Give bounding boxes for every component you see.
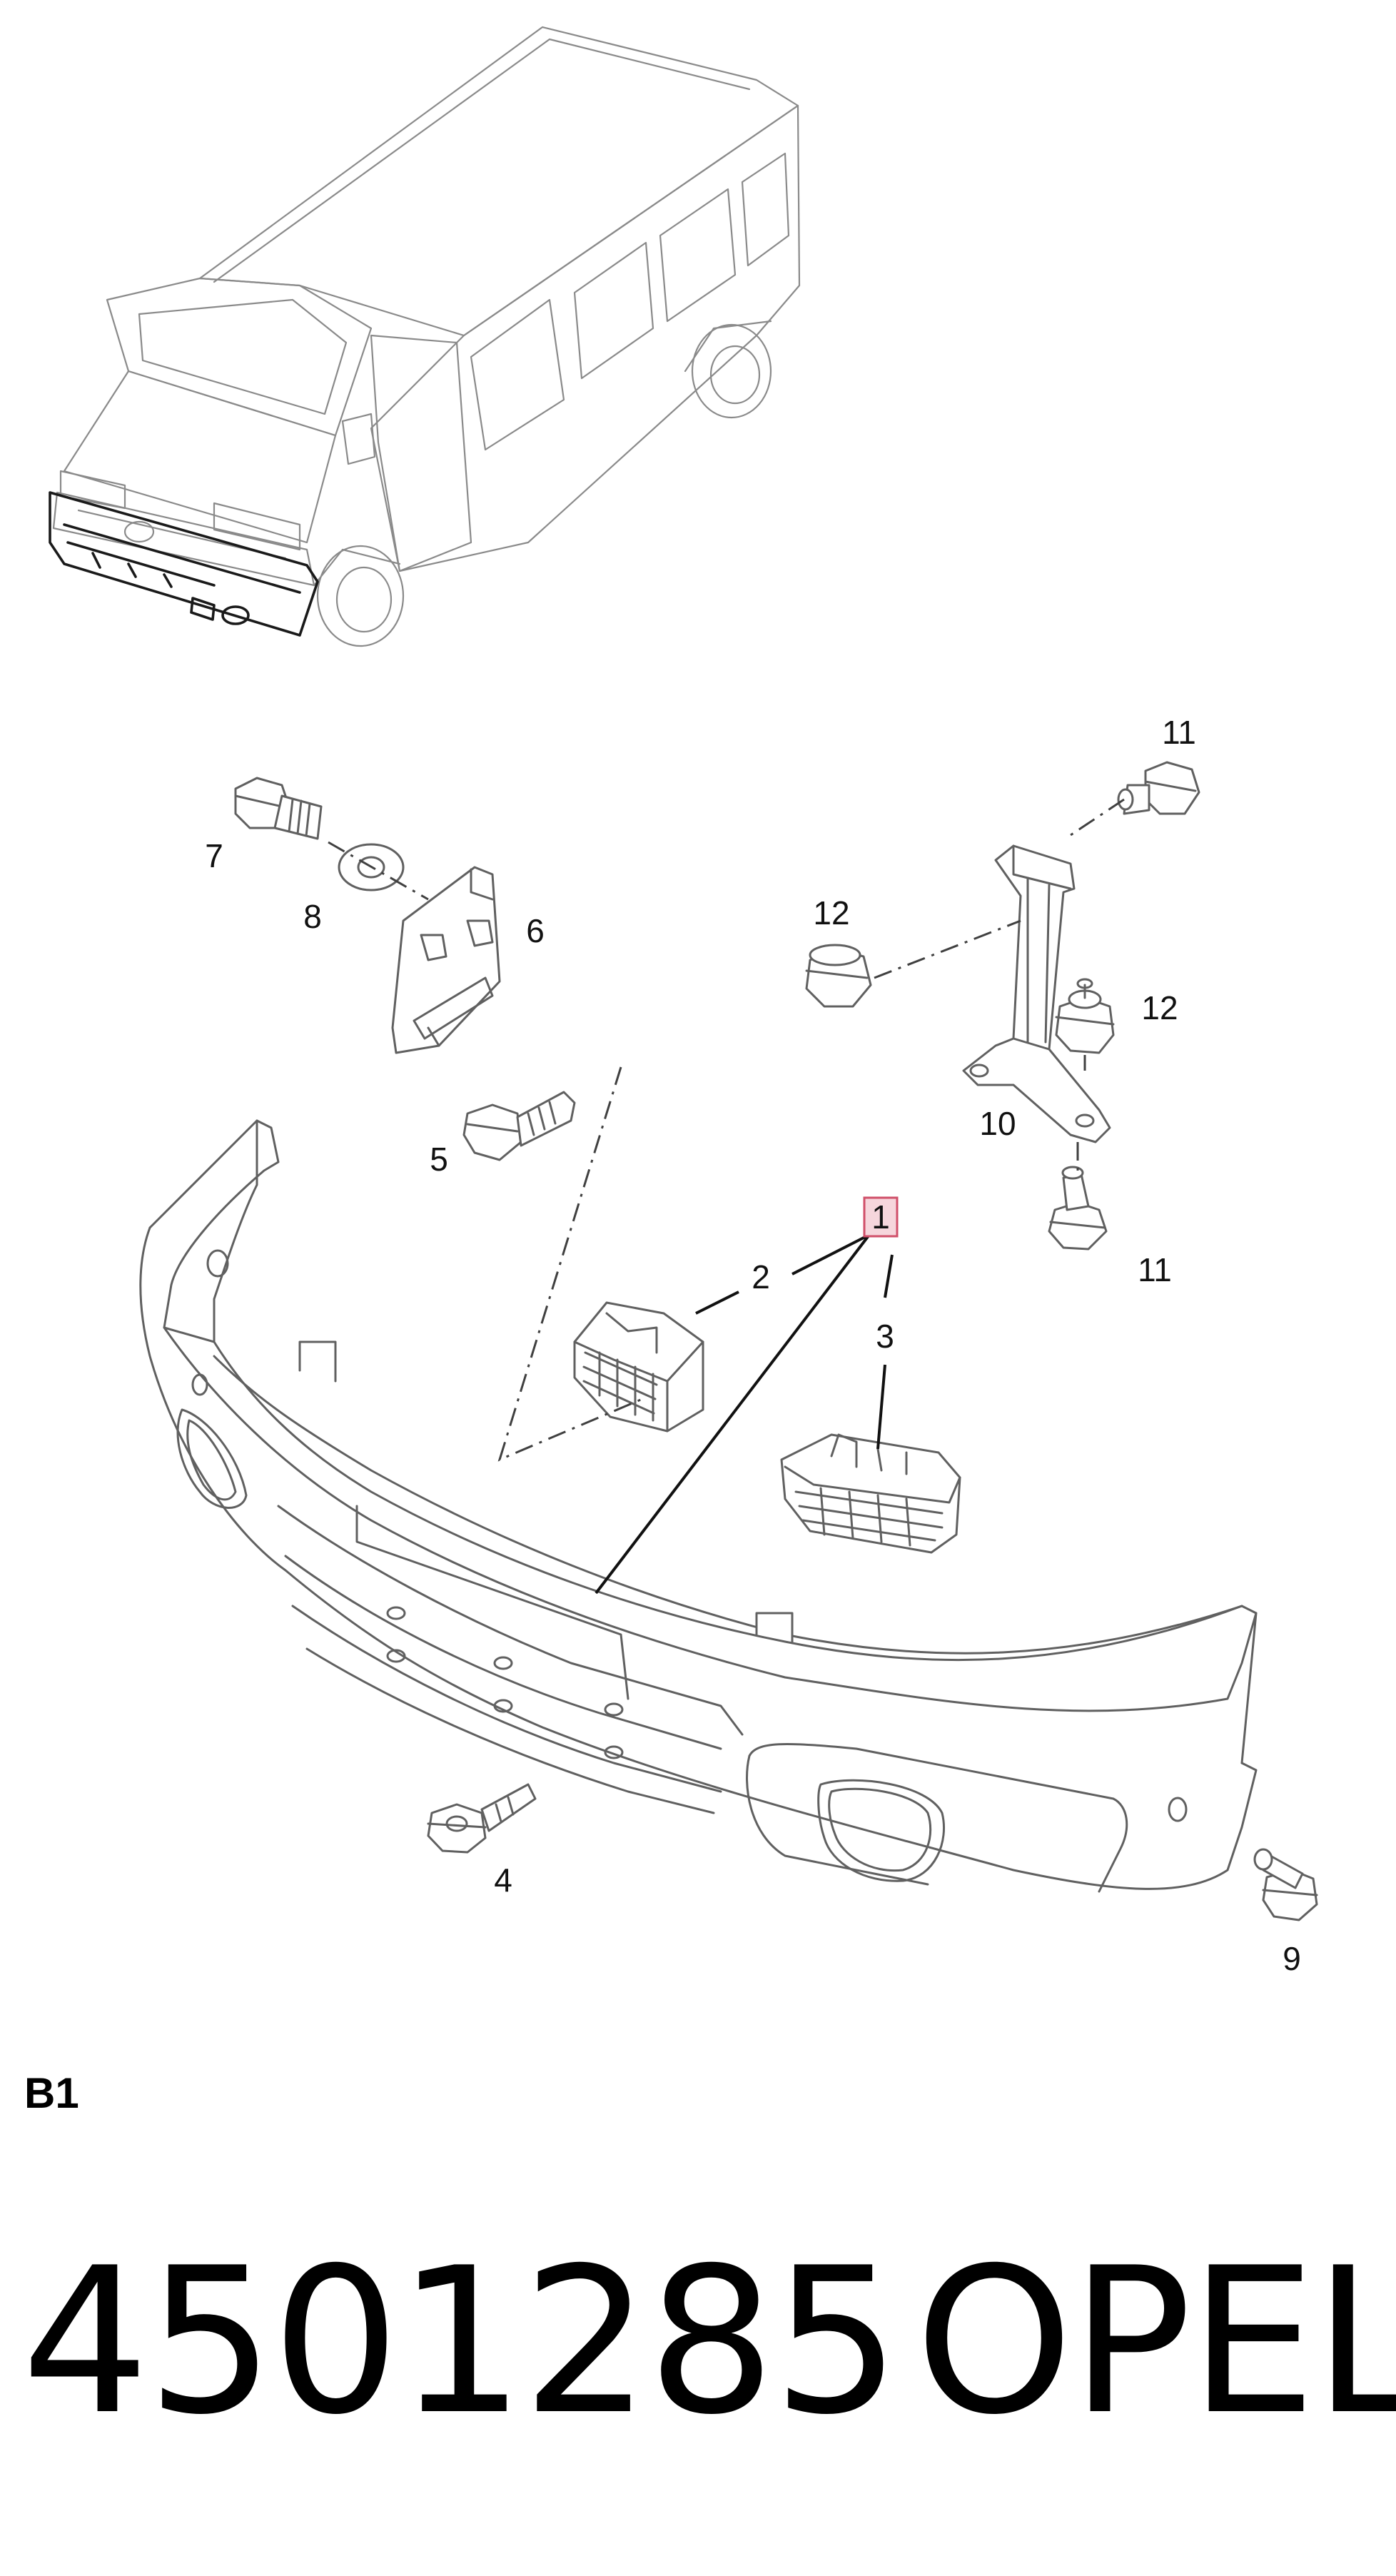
assembly-line-bolt-11 [1070,798,1125,837]
bolt-part-11-top [1117,761,1200,815]
callout-11-bottom[interactable]: 11 [1138,1251,1172,1288]
assembly-line-nut-12 [874,919,1021,979]
callout-3[interactable]: 3 [876,1318,894,1355]
part-number: 4501285 [21,2224,901,2459]
callout-1[interactable]: 1 [871,1198,890,1236]
callout-12-left[interactable]: 12 [813,894,849,931]
callout-1-highlight [863,1196,899,1238]
callout-12-right[interactable]: 12 [1141,989,1178,1026]
callout-6[interactable]: 6 [526,912,545,949]
bolt-part-7 [234,777,323,840]
callout-9[interactable]: 9 [1283,1940,1301,1977]
assembly-line-bracket-6 [497,1066,643,1462]
brand-name: OPEL [915,2224,1396,2459]
leader-line-1-to-2 [791,1233,870,1276]
callout-8[interactable]: 8 [303,898,322,935]
front-bumper-cover [139,1119,1258,1893]
leader-line-1-to-3 [884,1254,894,1298]
bolt-part-5 [462,1091,576,1161]
van-overview-illustration [49,26,801,647]
nut-part-12-left [805,944,872,1008]
leader-line-1-to-bumper [595,1233,871,1595]
callout-10[interactable]: 10 [979,1105,1016,1142]
leader-line-3 [876,1364,886,1450]
leader-line-2 [695,1290,739,1315]
screw-part-9 [1253,1848,1318,1921]
clip-part-3 [780,1433,961,1554]
bracket-part-10 [962,844,1111,1143]
callout-7[interactable]: 7 [205,837,223,874]
screw-part-4 [427,1783,537,1854]
callout-5[interactable]: 5 [430,1141,448,1178]
section-code: B1 [24,2069,79,2117]
callout-2[interactable]: 2 [752,1258,770,1295]
bracket-part-6 [391,866,501,1054]
callout-4[interactable]: 4 [494,1862,512,1899]
clip-part-2 [573,1301,704,1433]
callout-11-top[interactable]: 11 [1162,714,1196,751]
bolt-part-11-bottom [1048,1166,1108,1251]
nut-part-12-right [1055,978,1115,1054]
